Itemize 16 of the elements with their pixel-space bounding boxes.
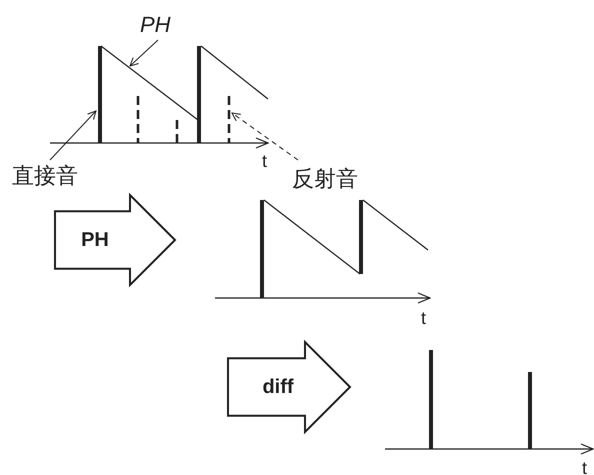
leader-line xyxy=(50,110,96,160)
pulse-bar xyxy=(98,46,102,143)
axis-label: t xyxy=(262,152,268,170)
block-arrow xyxy=(227,340,352,434)
pulse-bar xyxy=(228,96,230,143)
leader-line xyxy=(232,112,298,160)
arrow-label: PH xyxy=(80,230,110,250)
sawtooth-line xyxy=(100,45,269,121)
axis-label: t xyxy=(421,309,426,327)
block-arrow xyxy=(54,192,176,288)
leader-line xyxy=(130,40,158,66)
arrow-label: diff xyxy=(261,377,295,397)
curve-label: PH xyxy=(140,14,171,36)
axis-label: t xyxy=(582,459,588,475)
callout-label: 反射音 xyxy=(292,168,358,190)
callout-label: 直接音 xyxy=(12,165,78,187)
